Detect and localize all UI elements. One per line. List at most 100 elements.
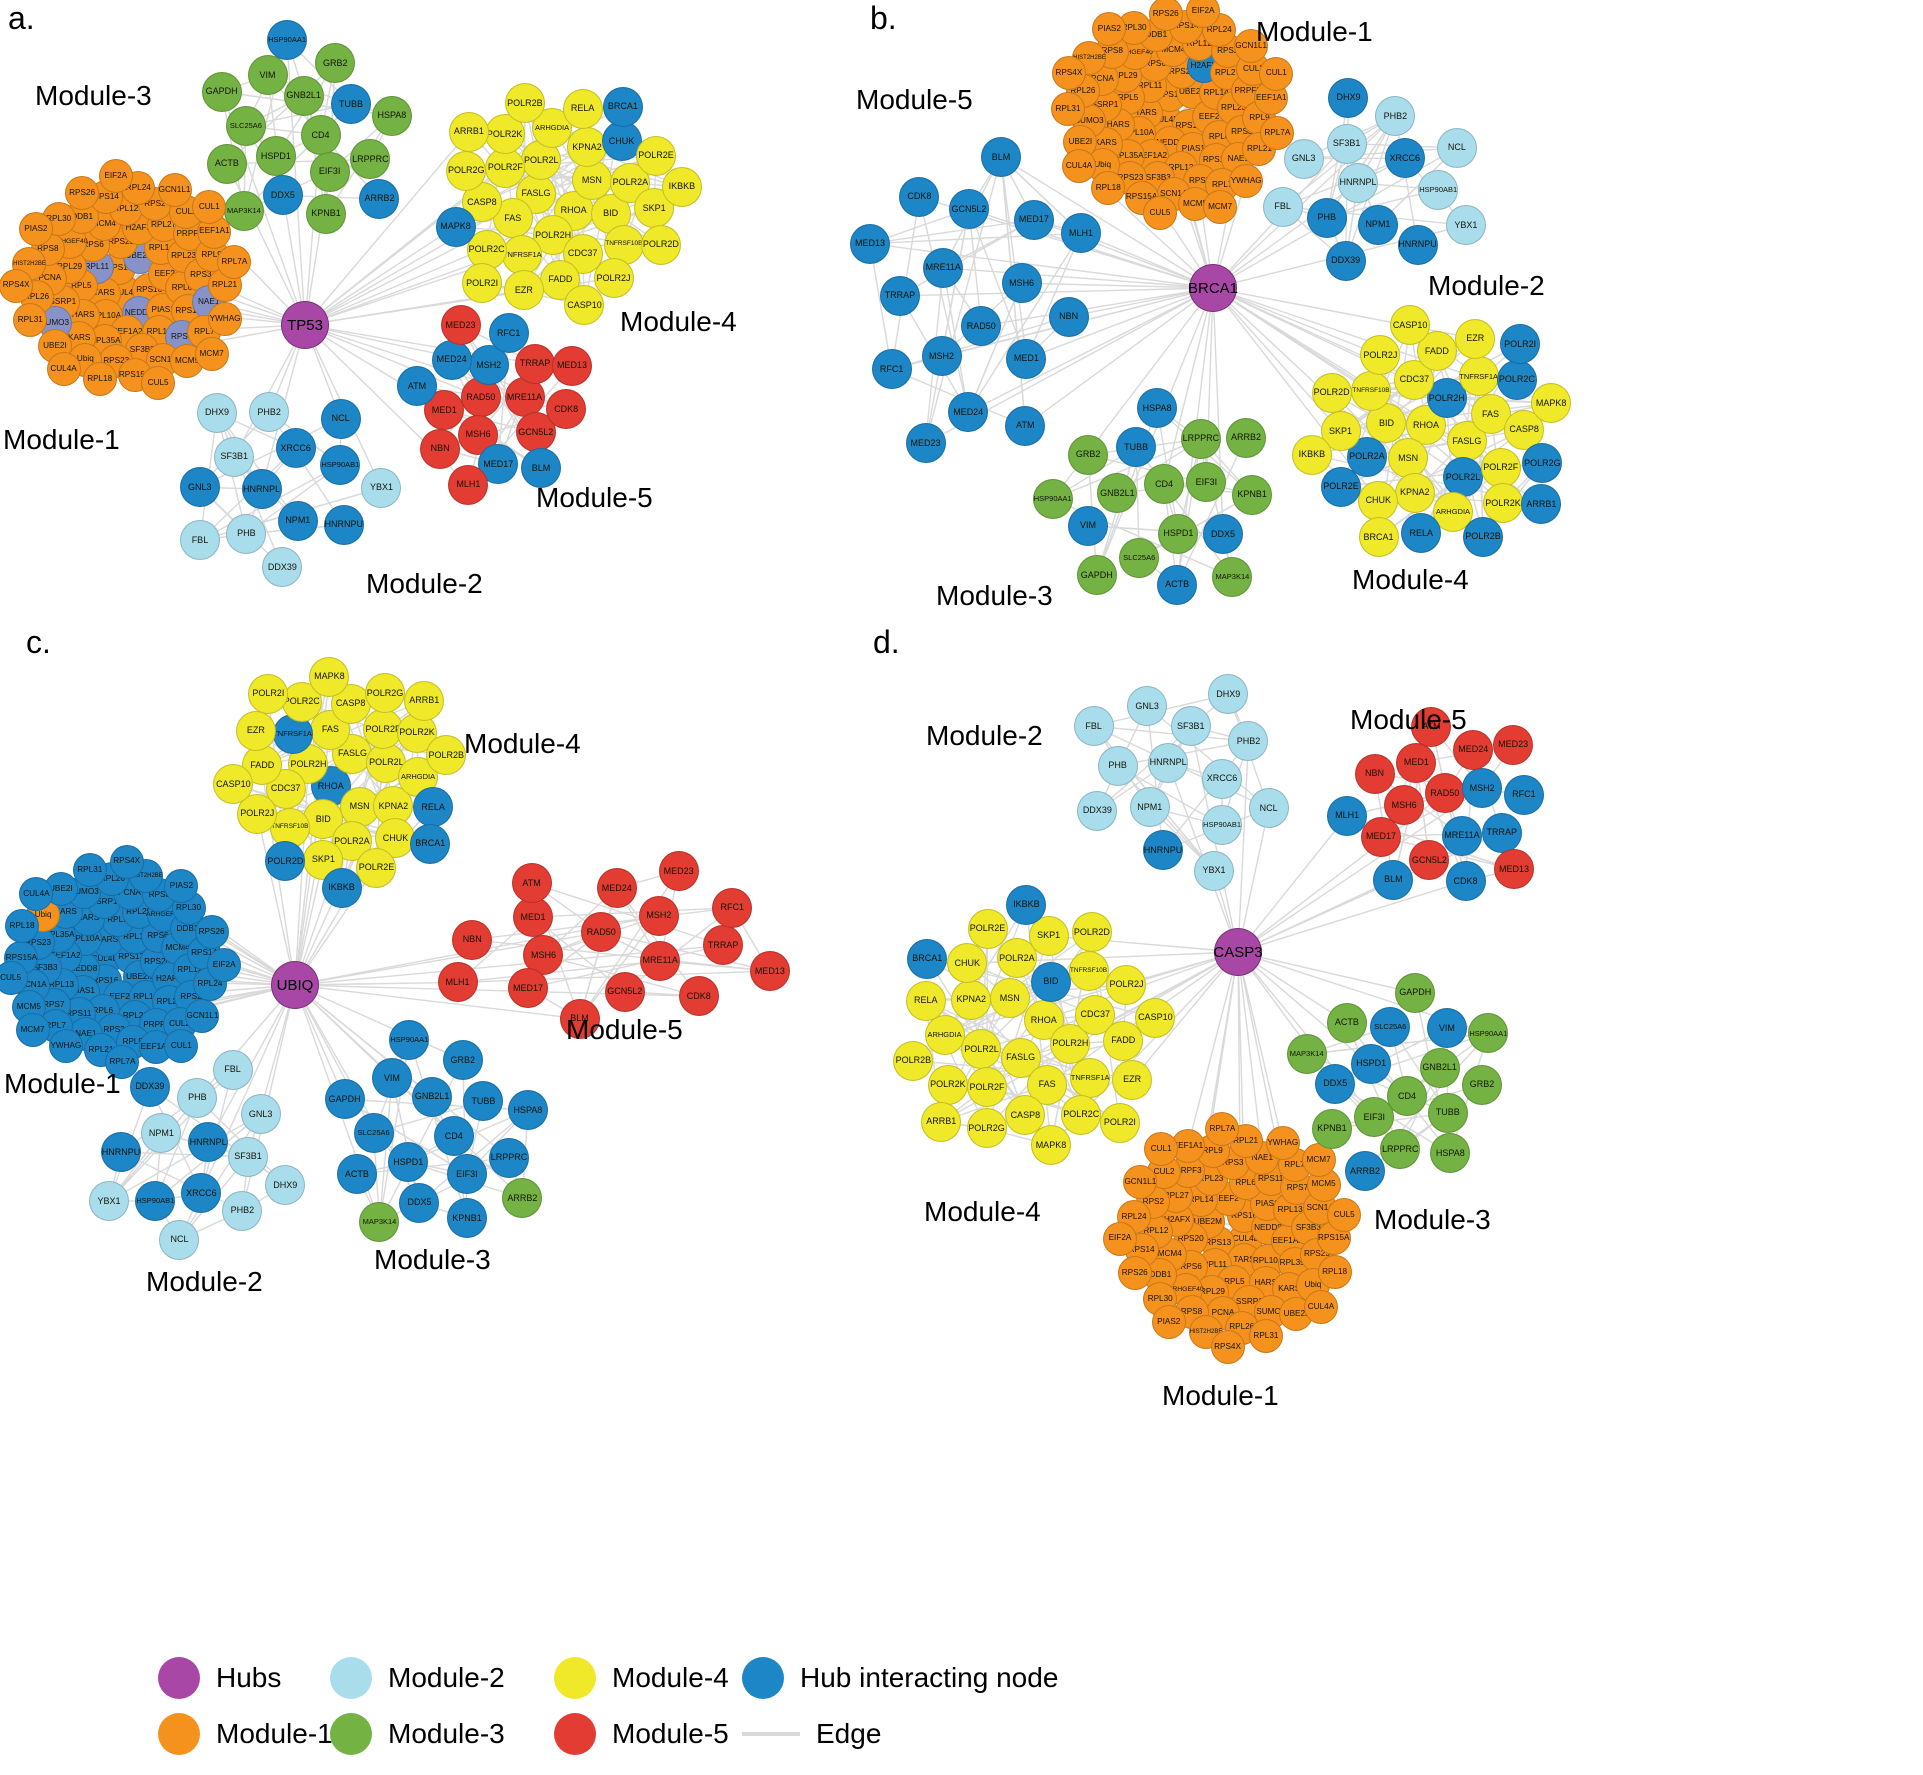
edge-line <box>226 158 371 165</box>
gene-node: RPS26 <box>1117 1256 1152 1291</box>
gene-label: POLR2K <box>486 128 523 139</box>
gene-node: POLR2J <box>1360 335 1401 376</box>
gene-label: ARHGDIA <box>400 772 436 782</box>
gene-label: RFC1 <box>879 363 904 374</box>
gene-label: LRPPRC <box>1182 433 1220 444</box>
gene-node: SLC25A6 <box>1119 537 1160 578</box>
panel-letter-c: c. <box>26 624 51 660</box>
module-label-module-1-a: Module-1 <box>3 424 120 455</box>
gene-label: FBL <box>1085 720 1102 731</box>
module-label-module-3-d: Module-3 <box>1374 1204 1491 1235</box>
gene-node: POLR2B <box>1463 516 1503 557</box>
edge-line <box>601 931 770 972</box>
gene-node: RELA <box>413 787 454 828</box>
gene-label: VIM <box>1438 1022 1455 1033</box>
gene-label: YBX1 <box>97 1195 121 1206</box>
gene-node: ARRB2 <box>359 178 400 219</box>
gene-node: POLR2I <box>1500 324 1541 365</box>
gene-label: FBL <box>1274 201 1291 212</box>
gene-node: LRPPRC <box>350 139 391 180</box>
gene-node: MSN <box>989 978 1030 1019</box>
edge-line <box>899 287 1214 297</box>
gene-node: TNFRSF10B <box>1351 371 1392 412</box>
gene-node: DDX39 <box>1325 240 1366 281</box>
gene-node: YBX1 <box>361 467 402 508</box>
gene-label: RPL18 <box>1095 182 1121 192</box>
gene-label: MAPK8 <box>440 221 471 232</box>
hub-node-casp3: CASP3 <box>1213 928 1263 976</box>
gene-node: POLR2D <box>640 224 681 265</box>
gene-label: KPNA2 <box>378 800 409 811</box>
gene-node: PHB2 <box>249 392 290 433</box>
gene-node: DHX9 <box>265 1165 306 1206</box>
gene-node: RPS4X <box>0 268 34 303</box>
gene-label: GNB2L1 <box>1100 487 1135 498</box>
gene-node: POLR2B <box>893 1040 934 1081</box>
module-label-module-4-d: Module-4 <box>924 1196 1041 1227</box>
gene-label: GNL3 <box>1291 153 1316 164</box>
legend-node-swatch <box>554 1657 596 1699</box>
gene-node: MAP3K14 <box>223 190 264 231</box>
gene-node: HNRNPL <box>1148 742 1189 783</box>
gene-node: CUL5 <box>1142 196 1177 231</box>
edge-line <box>1021 282 1214 289</box>
gene-node: KPNA2 <box>951 979 992 1020</box>
gene-node: MAPK8 <box>435 206 476 247</box>
gene-label: MED24 <box>1458 744 1489 755</box>
gene-node: GNL3 <box>1283 138 1324 179</box>
gene-label: POLR2E <box>969 923 1006 934</box>
gene-node: HSP90AB1 <box>135 1180 176 1221</box>
gene-node: POLR2D <box>1311 372 1352 413</box>
gene-label: CUL4A <box>1307 1302 1335 1312</box>
gene-label: ARRB1 <box>453 126 484 137</box>
gene-label: TUBB <box>1435 1107 1460 1118</box>
gene-label: POLR2B <box>895 1055 932 1066</box>
gene-node: MED13 <box>749 951 790 992</box>
gene-label: CUL5 <box>147 377 169 387</box>
gene-label: YWHAG <box>1230 175 1262 185</box>
gene-node: DDX39 <box>262 547 303 588</box>
gene-label: TNFRSF1A <box>1070 1073 1110 1083</box>
gene-node: YBX1 <box>89 1181 130 1222</box>
gene-label: MED1 <box>1403 757 1429 768</box>
gene-label: FADD <box>1111 1035 1136 1046</box>
gene-node: IKBKB <box>321 867 362 908</box>
gene-label: POLR2K <box>1485 497 1521 508</box>
gene-node: SF3B1 <box>227 1136 268 1177</box>
gene-label: GCN1L1 <box>186 1011 219 1021</box>
legend-label: Module-3 <box>388 1718 505 1749</box>
gene-node: MED24 <box>596 868 637 909</box>
gene-label: CD4 <box>444 1130 463 1141</box>
gene-label: NBN <box>430 443 450 453</box>
gene-label: RPL18 <box>87 373 113 383</box>
gene-node: XRCC6 <box>1384 138 1425 179</box>
edge-line <box>294 984 464 1061</box>
gene-node: PHB2 <box>222 1190 263 1231</box>
gene-label: GCN5L2 <box>1411 854 1447 865</box>
gene-label: CHUK <box>382 832 409 843</box>
gene-node: BLM <box>981 137 1022 178</box>
gene-label: RPL9 <box>1202 1145 1223 1155</box>
gene-node: GCN5L2 <box>1409 840 1450 881</box>
gene-label: DDB1 <box>1149 1270 1172 1280</box>
gene-label: RPS15A <box>1318 1232 1350 1242</box>
gene-node: CDK8 <box>899 176 940 217</box>
legend-label: Edge <box>816 1718 882 1749</box>
gene-label: POLR2F <box>365 723 401 734</box>
gene-label: CHUK <box>1365 495 1392 506</box>
gene-label: ARRB1 <box>409 695 440 706</box>
gene-label: CD4 <box>1155 478 1174 489</box>
gene-node: RELA <box>562 88 603 129</box>
gene-label: HSPA8 <box>377 110 407 121</box>
gene-node: XRCC6 <box>275 428 316 469</box>
gene-node: GRB2 <box>1068 434 1109 475</box>
gene-node: RAD50 <box>961 306 1002 347</box>
gene-node: EZR <box>1112 1059 1153 1100</box>
gene-node: MAP3K14 <box>1286 1034 1327 1075</box>
gene-node: MED13 <box>551 345 592 386</box>
gene-node: GAPDH <box>1076 555 1117 596</box>
gene-label: HNRNPL <box>1339 177 1377 188</box>
gene-label: PIAS2 <box>1097 23 1121 33</box>
gene-label: XRCC6 <box>280 442 311 453</box>
